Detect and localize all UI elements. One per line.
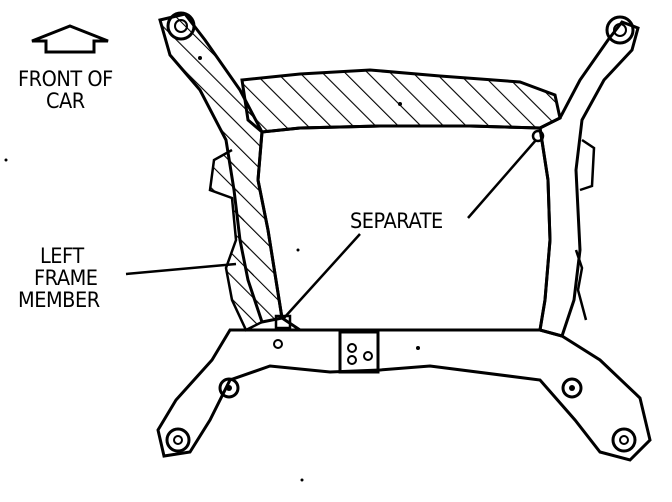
separate-point-left [274, 314, 292, 330]
right-rear-lower-mount [611, 427, 637, 453]
left-rail-bracket [208, 148, 263, 332]
right-frame-rail [538, 20, 640, 338]
right-front-mount [605, 15, 635, 45]
separate-leader-right [467, 139, 537, 219]
separate-point-right [531, 129, 545, 143]
left-frame-member-leader [125, 262, 237, 276]
left-front-mount [166, 11, 196, 41]
up-arrow-icon [31, 24, 109, 54]
right-rear-upper-mount [561, 377, 583, 399]
left-frame-member-label-line2: FRAME [34, 266, 98, 290]
rear-crossmember [156, 328, 652, 462]
left-frame-member-label: LEFT [40, 244, 84, 268]
center-bracket [338, 330, 380, 374]
left-frame-member-hatched [158, 12, 284, 324]
left-rear-upper-mount [218, 377, 240, 399]
separate-label: SEPARATE [350, 209, 443, 233]
front-of-car-label: FRONT OF [18, 67, 113, 91]
front-crossmember-hatched [240, 68, 562, 134]
front-of-car-label-line2: CAR [46, 89, 85, 113]
left-frame-member-label-line3: MEMBER [18, 288, 100, 312]
separate-leader-left [283, 233, 361, 319]
left-rear-lower-mount [165, 427, 191, 453]
